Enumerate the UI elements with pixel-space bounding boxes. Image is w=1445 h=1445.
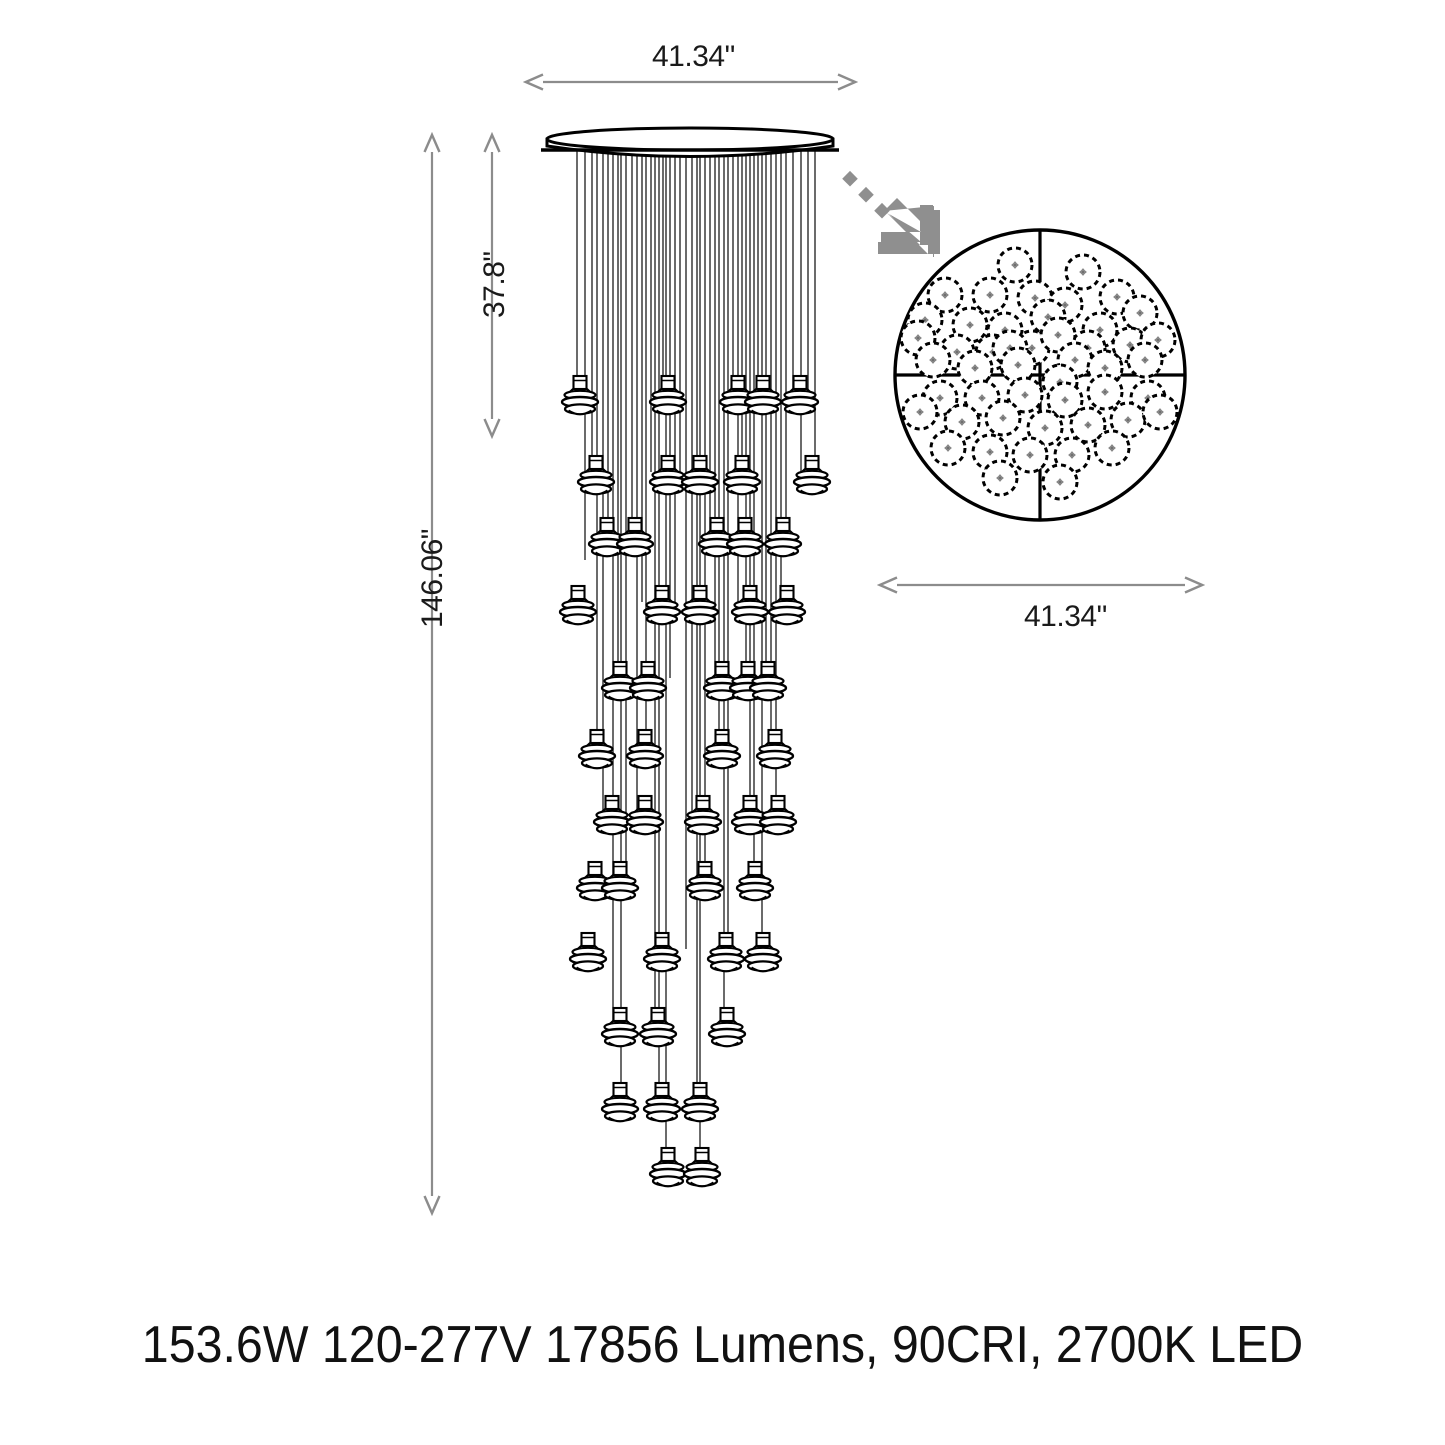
plan-node <box>956 349 994 387</box>
callout-arrow-icon <box>842 170 940 257</box>
pendant-cluster <box>558 374 832 1188</box>
pendant-lamp <box>600 860 640 902</box>
pendant-lamp <box>592 794 632 836</box>
pendant-lamp <box>767 584 807 626</box>
plan-node <box>1141 393 1179 431</box>
dimension-plan-width-label: 41.34" <box>1024 600 1107 633</box>
plan-node <box>971 276 1009 314</box>
pendant-lamp <box>707 1006 747 1048</box>
pendant-lamp <box>780 374 820 416</box>
pendant-lamp <box>577 728 617 770</box>
pendant-lamp <box>682 1146 722 1188</box>
pendant-lamp <box>625 794 665 836</box>
pendant-lamp <box>625 728 665 770</box>
canopy <box>541 126 839 158</box>
pendant-lamp <box>735 860 775 902</box>
pendant-lamp <box>702 728 742 770</box>
pendant-lamp <box>648 1146 688 1188</box>
plan-view <box>893 228 1187 522</box>
pendant-lamp <box>680 454 720 496</box>
plan-node <box>1126 341 1164 379</box>
plan-node <box>1086 373 1124 411</box>
pendant-lamp <box>642 931 682 973</box>
pendant-lamp <box>568 931 608 973</box>
plan-node <box>1041 463 1079 501</box>
pendant-lamp <box>628 660 668 702</box>
pendant-lamp <box>685 860 725 902</box>
plan-node <box>984 399 1022 437</box>
pendant-lamp <box>680 1081 720 1123</box>
pendant-lamp <box>683 794 723 836</box>
pendant-lamp <box>638 1006 678 1048</box>
pendant-lamp <box>792 454 832 496</box>
plan-node <box>999 346 1037 384</box>
pendant-lamp <box>600 1081 640 1123</box>
pendant-lamp <box>758 794 798 836</box>
plan-node <box>981 459 1019 497</box>
product-spec-caption: 153.6W 120-277V 17856 Lumens, 90CRI, 270… <box>141 1316 1304 1374</box>
dimension-overall-height-label: 146.06" <box>416 529 449 628</box>
pendant-lamp <box>725 516 765 558</box>
plan-node <box>1093 429 1131 467</box>
plan-node <box>914 341 952 379</box>
plan-node <box>996 246 1034 284</box>
pendant-lamp <box>642 1081 682 1123</box>
plan-node <box>1064 253 1102 291</box>
dimension-upper-drop-label: 37.8" <box>478 251 511 318</box>
plan-node <box>901 393 939 431</box>
pendant-lamp <box>600 1006 640 1048</box>
pendant-lamp <box>680 584 720 626</box>
plan-node <box>1011 436 1049 474</box>
plan-node <box>929 429 967 467</box>
pendant-lamp <box>706 931 746 973</box>
dimension-top-width-label: 41.34" <box>652 40 735 73</box>
pendant-lamp <box>558 584 598 626</box>
pendant-lamp <box>615 516 655 558</box>
pendant-lamp <box>743 931 783 973</box>
